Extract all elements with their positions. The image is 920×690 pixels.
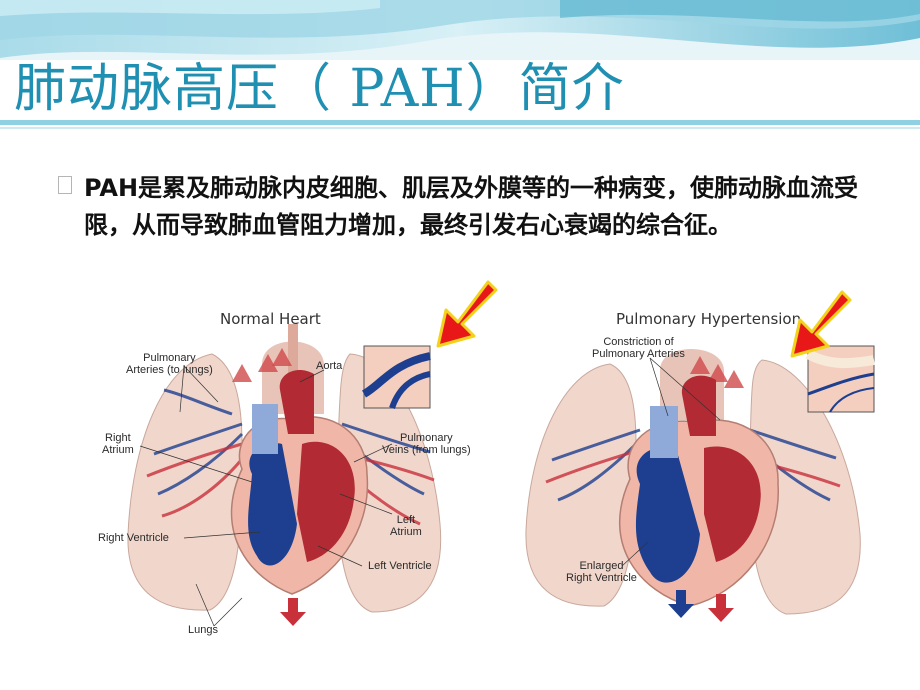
- label-pulmonary-veins: Pulmonary Veins (from lungs): [382, 432, 471, 456]
- title-divider: [0, 120, 920, 125]
- label-constriction: Constriction of Pulmonary Arteries: [592, 336, 685, 360]
- bullet-marker-icon: [58, 176, 72, 194]
- hypertension-heart-panel: Pulmonary Hypertension Constriction of P…: [500, 294, 890, 650]
- normal-heart-title: Normal Heart: [220, 310, 321, 328]
- heart-comparison-figure: Normal Heart Pulmonary Arteries (to lung…: [92, 294, 890, 650]
- red-arrow-icon-left: [436, 280, 498, 348]
- label-enlarged-right-ventricle: Enlarged Right Ventricle: [566, 560, 637, 584]
- label-left-atrium: Left Atrium: [390, 514, 422, 538]
- red-arrow-icon-right: [790, 290, 852, 358]
- normal-heart-illustration: [92, 294, 490, 650]
- title-divider-thin: [0, 127, 920, 129]
- label-right-ventricle: Right Ventricle: [98, 532, 169, 544]
- label-pulmonary-arteries: Pulmonary Arteries (to lungs): [126, 352, 213, 376]
- label-aorta: Aorta: [316, 360, 343, 372]
- label-right-atrium: Right Atrium: [102, 432, 134, 456]
- label-lungs: Lungs: [188, 624, 218, 636]
- header-wave-band: [0, 0, 920, 60]
- hypertension-title: Pulmonary Hypertension: [616, 310, 802, 328]
- slide-title: 肺动脉高压（ PAH）简介: [14, 59, 625, 119]
- hypertension-heart-illustration: [500, 294, 890, 650]
- bullet-text: PAH是累及肺动脉内皮细胞、肌层及外膜等的一种病变，使肺动脉血流受限，从而导致肺…: [84, 174, 859, 239]
- normal-heart-panel: Normal Heart Pulmonary Arteries (to lung…: [92, 294, 490, 650]
- label-left-ventricle: Left Ventricle: [368, 560, 432, 572]
